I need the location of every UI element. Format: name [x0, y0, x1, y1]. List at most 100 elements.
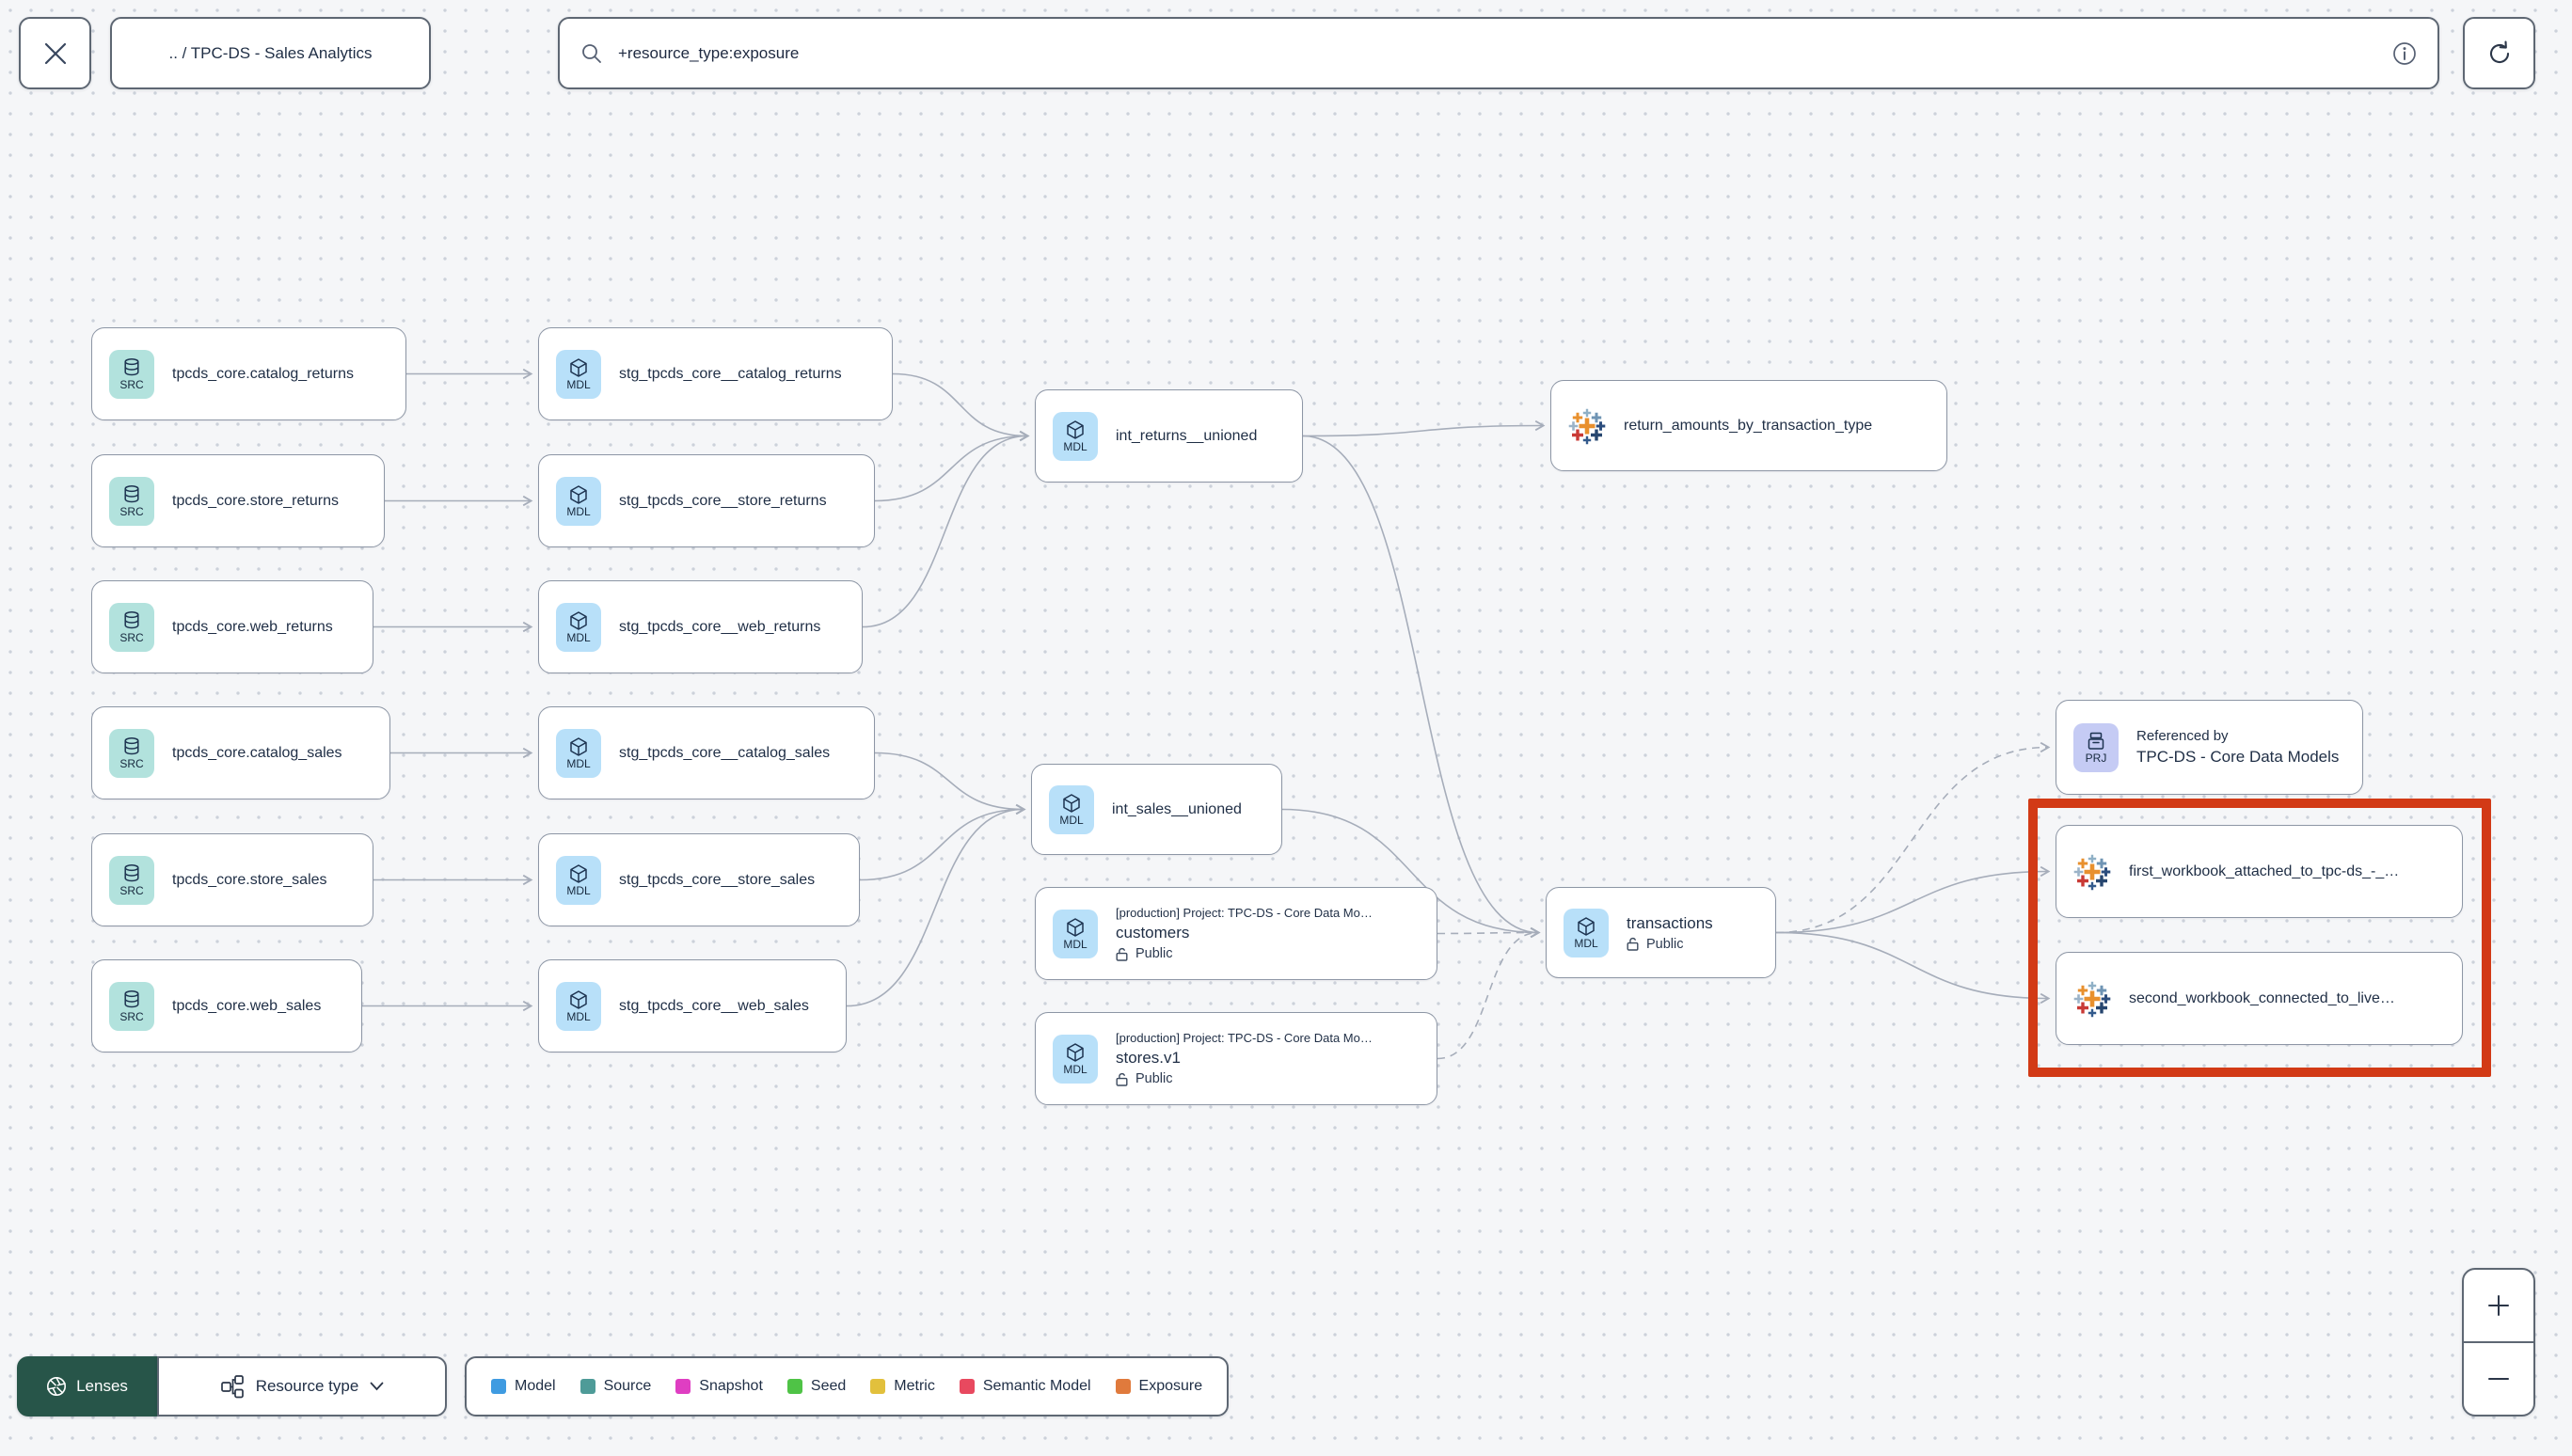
node-label: second_workbook_connected_to_live…: [2129, 989, 2395, 1006]
node-wb2[interactable]: second_workbook_connected_to_live…: [2056, 952, 2463, 1045]
legend-item-model: Model: [491, 1378, 556, 1395]
project-badge: PRJ: [2073, 722, 2119, 772]
model-cube-icon: [570, 485, 587, 504]
node-customers[interactable]: MDL[production] Project: TPC-DS - Core D…: [1035, 887, 1437, 980]
model-badge: MDL: [1053, 1034, 1098, 1084]
node-referenced-by: Referenced by: [2136, 728, 2229, 744]
node-stores[interactable]: MDL [production] Project: TPC-DS - Core D…: [1035, 1012, 1437, 1105]
breadcrumb[interactable]: .. / TPC-DS - Sales Analytics: [110, 17, 431, 89]
node-stg-store-sales[interactable]: MDL stg_tpcds_core__store_sales: [538, 833, 860, 926]
node-src-store-sales[interactable]: SRC tpcds_core.store_sales: [91, 833, 373, 926]
legend-label: Seed: [810, 1378, 847, 1394]
model-badge: MDL: [1053, 909, 1098, 958]
legend-swatch: [870, 1379, 886, 1394]
node-label: first_workbook_attached_to_tpc-ds_-_…: [2129, 863, 2400, 879]
close-button[interactable]: [19, 17, 91, 89]
database-icon: [124, 485, 139, 503]
source-badge: SRC: [109, 728, 154, 778]
node-label: tpcds_core.web_sales: [172, 997, 322, 1014]
database-icon: [124, 611, 139, 629]
resource-type-dropdown[interactable]: Resource type: [157, 1356, 447, 1416]
node-label: stg_tpcds_core__web_returns: [619, 618, 821, 635]
model-cube-icon: [570, 611, 587, 630]
node-int-sales[interactable]: MDL int_sales__unioned: [1031, 764, 1282, 855]
model-badge: MDL: [556, 349, 601, 399]
node-access: Public: [1627, 937, 1713, 952]
legend-swatch: [1115, 1379, 1131, 1394]
node-prj-ref[interactable]: PRJ Referenced by TPC-DS - Core Data Model…: [2056, 700, 2363, 795]
model-badge: MDL: [556, 855, 601, 905]
minus-icon: [2488, 1378, 2509, 1380]
node-label: int_returns__unioned: [1116, 427, 1258, 444]
project-archive-icon: [2088, 732, 2104, 750]
resource-type-label: Resource type: [255, 1377, 359, 1395]
node-project-line: [production] Project: TPC-DS - Core Data…: [1116, 1031, 1373, 1045]
search-icon: [582, 43, 601, 63]
node-src-catalog-returns[interactable]: SRC tpcds_core.catalog_returns: [91, 327, 406, 420]
node-label: tpcds_core.catalog_returns: [172, 365, 354, 382]
legend-swatch: [491, 1379, 506, 1394]
legend-label: Model: [515, 1378, 556, 1394]
model-badge: MDL: [1049, 784, 1094, 834]
legend-label: Semantic Model: [982, 1378, 1091, 1394]
source-badge: SRC: [109, 855, 154, 905]
node-label: stg_tpcds_core__store_sales: [619, 871, 816, 888]
public-lock-icon: [1627, 938, 1639, 951]
node-exp-returns[interactable]: return_amounts_by_transaction_type: [1550, 380, 1947, 471]
model-badge: MDL: [556, 602, 601, 652]
node-label: tpcds_core.store_sales: [172, 871, 327, 888]
node-int-returns[interactable]: MDL int_returns__unioned: [1035, 389, 1303, 483]
model-cube-icon: [570, 358, 587, 377]
legend-item-seed: Seed: [786, 1378, 847, 1395]
lenses-aperture-icon: [47, 1377, 67, 1396]
search-bar[interactable]: [558, 17, 2439, 89]
model-cube-icon: [570, 737, 587, 756]
refresh-button[interactable]: [2463, 17, 2535, 89]
info-icon[interactable]: [2392, 41, 2417, 66]
model-badge: MDL: [556, 728, 601, 778]
model-badge: MDL: [556, 981, 601, 1031]
model-badge: MDL: [556, 476, 601, 526]
legend-panel: Model Source Snapshot Seed Metric Semant…: [465, 1356, 1230, 1416]
lenses-button[interactable]: Lenses: [17, 1356, 157, 1416]
node-label: TPC-DS - Core Data Models: [2136, 748, 2340, 766]
search-input[interactable]: [616, 42, 2379, 64]
model-badge: MDL: [1053, 411, 1098, 461]
zoom-out-button[interactable]: [2464, 1343, 2533, 1415]
source-badge: SRC: [109, 476, 154, 526]
legend-label: Snapshot: [699, 1378, 763, 1394]
close-icon: [44, 42, 66, 64]
source-badge: SRC: [109, 981, 154, 1031]
legend-swatch: [675, 1379, 691, 1394]
node-src-web-sales[interactable]: SRC tpcds_core.web_sales: [91, 959, 362, 1052]
zoom-controls: [2462, 1268, 2535, 1416]
node-stg-web-sales[interactable]: MDL stg_tpcds_core__web_sales: [538, 959, 847, 1052]
source-badge: SRC: [109, 602, 154, 652]
legend-item-exposure: Exposure: [1115, 1378, 1203, 1395]
legend-item-metric: Metric: [870, 1378, 935, 1395]
node-label: int_sales__unioned: [1112, 800, 1242, 817]
model-cube-icon: [1578, 917, 1595, 936]
model-cube-icon: [1067, 1043, 1084, 1062]
zoom-in-button[interactable]: [2464, 1270, 2533, 1343]
refresh-icon: [2489, 40, 2509, 63]
database-icon: [124, 990, 139, 1008]
source-badge: SRC: [109, 349, 154, 399]
model-cube-icon: [1063, 794, 1080, 813]
node-wb1[interactable]: first_workbook_attached_to_tpc-ds_-_…: [2056, 825, 2463, 918]
database-icon: [124, 737, 139, 755]
model-cube-icon: [570, 864, 587, 883]
legend-swatch: [959, 1379, 975, 1394]
node-label: stg_tpcds_core__web_sales: [619, 997, 809, 1014]
tableau-icon: [2073, 854, 2111, 890]
legend-label: Exposure: [1138, 1378, 1203, 1394]
node-stg-web-returns[interactable]: MDL stg_tpcds_core__web_returns: [538, 580, 863, 673]
